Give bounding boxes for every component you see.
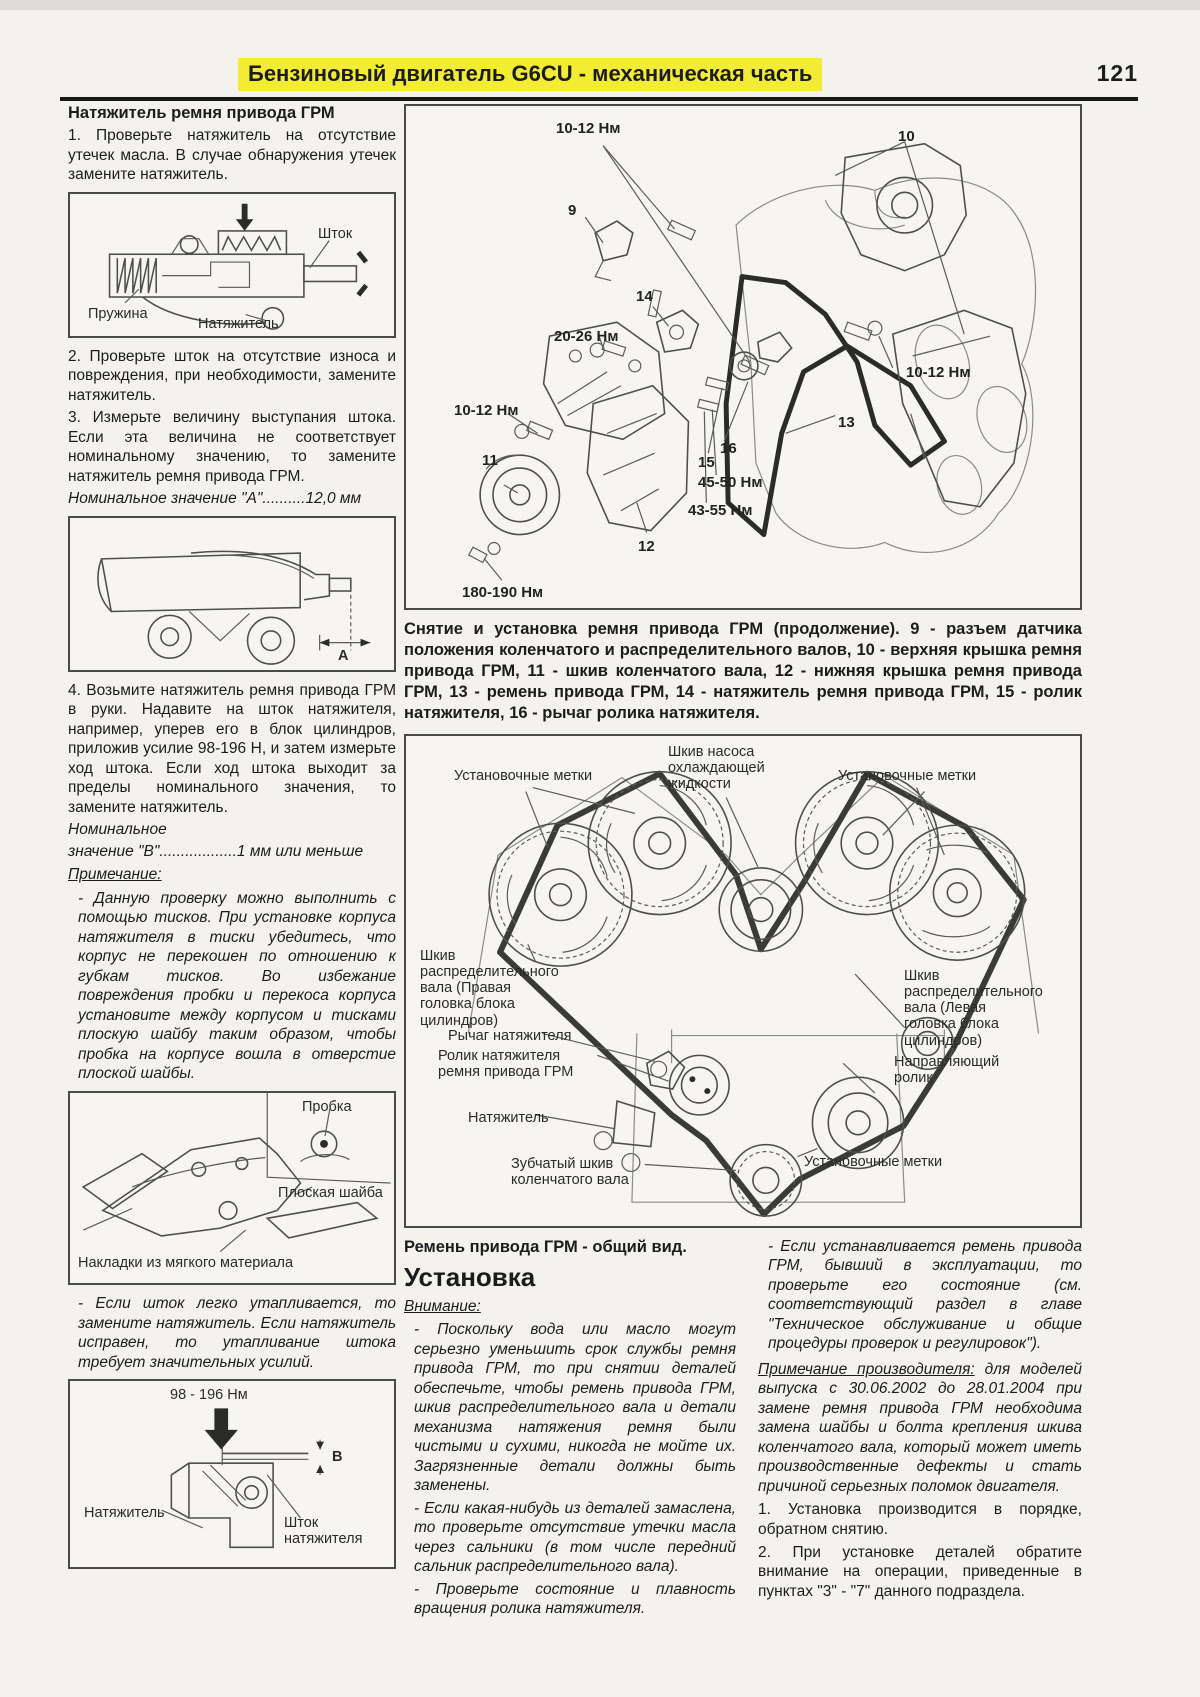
figure-vise-setup: Пробка Плоская шайба Накладки из мягкого… [68, 1090, 396, 1285]
attention-label: Внимание: [404, 1297, 481, 1315]
callout-part-14: 14 [636, 288, 653, 305]
figure-belt-general-view: Установочные метки Шкив насоса охлаждающ… [404, 733, 1082, 1228]
callout-torque-10-12-top: 10-12 Нм [556, 120, 621, 137]
label-tensioner-3: Натяжитель [468, 1109, 549, 1126]
install-bullet-2: - Если какая-нибудь из деталей замаслена… [414, 1499, 736, 1576]
figure-press-force: 98 - 196 Нм В Натяжитель Шток натяжителя [68, 1379, 396, 1570]
install-bullet-used-belt: - Если устанавливается ремень привода ГР… [768, 1237, 1082, 1353]
label-tensioner: Натяжитель [198, 315, 279, 332]
install-step-1: 1. Установка производится в порядке, обр… [758, 1501, 1082, 1538]
exploded-view-drawing [467, 141, 1037, 581]
page-title: Бензиновый двигатель G6CU - механическая… [238, 58, 823, 91]
label-spring: Пружина [88, 305, 148, 322]
callout-part-15: 15 [698, 454, 715, 471]
callout-torque-10-12-left: 10-12 Нм [454, 402, 519, 419]
label-camshaft-sprocket-right-head: Шкив распределительного вала (Правая гол… [420, 947, 559, 1029]
step-4: 4. Возьмите натяжитель ремня привода ГРМ… [68, 681, 396, 816]
page-number: 121 [1096, 60, 1138, 86]
callout-part-12: 12 [638, 538, 655, 555]
tensioner-cutaway-drawing [108, 203, 369, 330]
left-column: Натяжитель ремня привода ГРМ 1. Проверьт… [68, 104, 396, 1578]
section-title: Натяжитель ремня привода ГРМ [68, 104, 335, 122]
figure-rod-protrusion: А [68, 515, 396, 672]
label-camshaft-sprocket-left-head: Шкив распределительного вала (Левая голо… [904, 967, 1043, 1049]
scan-edge [0, 0, 1200, 10]
install-heading: Установка [404, 1261, 536, 1292]
step-2: 2. Проверьте шток на отсутствие износа и… [68, 347, 396, 404]
install-section: Ремень привода ГРМ - общий вид. Установк… [404, 1237, 1082, 1622]
callout-torque-45-50: 45-50 Нм [698, 474, 763, 491]
callout-torque-180-190: 180-190 Нм [462, 584, 544, 601]
belt-general-view-drawing [467, 770, 1040, 1217]
belt-caption: Ремень привода ГРМ - общий вид. [404, 1237, 687, 1256]
header-rule [60, 97, 1138, 101]
label-soft-pads: Накладки из мягкого материала [78, 1254, 294, 1271]
label-rod: Шток [318, 225, 353, 242]
right-column: 10-12 Нм 10 9 14 20-26 Нм 10-12 Нм 10-12… [404, 104, 1082, 1622]
install-bullet-1: - Поскольку вода или масло могут серьезн… [414, 1321, 736, 1495]
label-timing-marks-left: Установочные метки [454, 767, 593, 784]
nominal-value-b-line1: Номинальное [68, 821, 167, 839]
figure-exploded-view: 10-12 Нм 10 9 14 20-26 Нм 10-12 Нм 10-12… [404, 104, 1082, 610]
install-left-column: Ремень привода ГРМ - общий вид. Установк… [404, 1237, 736, 1622]
nominal-value-b-line2: значение "В"..................1 мм или м… [68, 842, 364, 860]
rod-check-bullet: - Если шток легко утапливается, то замен… [78, 1294, 396, 1371]
label-dimension-a: А [338, 647, 349, 664]
label-timing-marks-right: Установочные метки [838, 767, 977, 784]
step-1: 1. Проверьте натяжитель на отсутствие ут… [68, 127, 396, 184]
callout-part-9: 9 [568, 202, 577, 219]
install-right-column: - Если устанавливается ремень привода ГР… [758, 1237, 1082, 1622]
manufacturer-note-text: для моделей выпуска с 30.06.2002 до 28.0… [758, 1360, 1082, 1495]
label-coolant-pump-pulley: Шкив насоса охлаждающей жидкости [668, 743, 765, 793]
exploded-caption: Снятие и установка ремня привода ГРМ (пр… [404, 620, 1082, 722]
callout-torque-10-12-right: 10-12 Нм [906, 364, 971, 381]
manufacturer-note: Примечание производителя: для моделей вы… [758, 1360, 1082, 1497]
manufacturer-note-label: Примечание производителя: [758, 1360, 975, 1378]
figure-tensioner-cutaway: Шток Пружина Натяжитель [68, 191, 396, 338]
install-step-2: 2. При установке деталей обратите вниман… [758, 1543, 1082, 1600]
callout-part-16: 16 [720, 440, 737, 457]
label-plug: Пробка [302, 1098, 352, 1115]
label-press-torque: 98 - 196 Нм [170, 1387, 248, 1404]
label-flat-washer: Плоская шайба [278, 1184, 383, 1201]
press-force-drawing [161, 1408, 324, 1549]
callout-torque-20-26: 20-26 Нм [554, 328, 619, 345]
install-bullet-3: - Проверьте состояние и плавность вращен… [414, 1580, 736, 1618]
label-tensioner-rod: Шток натяжителя [284, 1515, 363, 1548]
callout-torque-43-55: 43-55 Нм [688, 502, 753, 519]
label-tensioner-2: Натяжитель [84, 1505, 165, 1522]
nominal-value-a: Номинальное значение "А"..........12,0 м… [68, 490, 362, 508]
label-dimension-b: В [332, 1449, 343, 1466]
vise-setup-drawing [81, 1092, 391, 1253]
note-label: Примечание: [68, 866, 162, 884]
label-tensioner-roller: Ролик натяжителя ремня привода ГРМ [438, 1047, 574, 1080]
callout-part-10: 10 [898, 128, 915, 145]
callout-part-11: 11 [482, 452, 498, 469]
callout-part-13: 13 [838, 414, 855, 431]
label-guide-roller: Направляющий ролик [894, 1053, 1000, 1086]
rod-protrusion-drawing [97, 550, 371, 665]
label-crank-toothed-sprocket: Зубчатый шкив коленчатого вала [511, 1155, 629, 1188]
step-3: 3. Измерьте величину выступания штока. Е… [68, 409, 396, 485]
label-timing-marks-bottom: Установочные метки [804, 1153, 943, 1170]
label-tensioner-lever: Рычаг натяжителя [448, 1027, 572, 1044]
note-text: - Данную проверку можно выполнить с помо… [78, 889, 396, 1083]
